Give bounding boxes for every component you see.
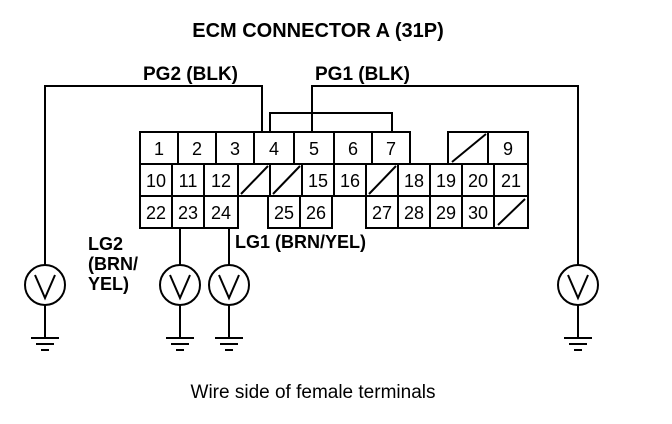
terminal-18-number: 18 [404,171,424,191]
lg2-label-line3: YEL) [88,274,129,294]
terminal-25-number: 25 [274,203,294,223]
lg2-label-line2: (BRN/ [88,254,138,274]
terminal-30 [461,195,495,229]
terminal-9 [487,131,529,165]
terminal-15-number: 15 [308,171,328,191]
terminal-16-number: 16 [340,171,360,191]
voltmeter-pg2 [24,264,66,351]
terminal-9-number: 9 [503,139,513,159]
diagram-caption: Wire side of female terminals [191,382,436,403]
voltmeter-lg2 [159,264,201,351]
terminal-16 [333,163,367,197]
voltmeter-v-icon [34,274,56,301]
voltmeter-v-icon [169,274,191,301]
terminal-26-number: 26 [306,203,326,223]
pg1-label: PG1 (BLK) [315,64,410,85]
voltmeter-lg1 [208,264,250,351]
terminal-12-number: 12 [211,171,231,191]
terminal-4-number: 4 [269,139,279,159]
pg2-wire [44,85,263,265]
connector-row-3 [139,195,529,229]
terminal-24-number: 24 [211,203,231,223]
terminal-28 [397,195,431,229]
terminal-7-number: 7 [386,139,396,159]
terminal-19-number: 19 [436,171,456,191]
terminal-8-blank-slash [451,133,487,163]
terminal-26 [299,195,333,229]
pg1-wire [311,85,579,265]
terminal-15 [301,163,335,197]
terminal-1-number: 1 [154,139,164,159]
lg1-label: LG1 (BRN/YEL) [235,232,366,252]
terminal-14-blank-slash [272,165,301,195]
terminal-13-blank-slash [240,165,269,195]
terminal-27-number: 27 [372,203,392,223]
lg2-label-line1: LG2 [88,234,123,254]
terminal-25 [267,195,301,229]
terminal-17-blank-slash [368,165,397,195]
terminal-30-number: 30 [468,203,488,223]
terminal-31-blank-slash [497,198,526,226]
diagram-title: ECM CONNECTOR A (31P) [192,20,444,42]
pg2-label: PG2 (BLK) [143,64,238,85]
terminal-20-number: 20 [468,171,488,191]
connector-row-2 [139,163,529,197]
terminal-2-number: 2 [192,139,202,159]
terminal-21-number: 21 [501,171,521,191]
terminal-23-number: 23 [178,203,198,223]
terminal-11-number: 11 [179,171,198,191]
terminal-22-number: 22 [146,203,166,223]
terminal-10-number: 10 [146,171,166,191]
voltmeter-v-icon [218,274,240,301]
connector-lock-tab [269,112,393,132]
terminal-29-number: 29 [436,203,456,223]
terminal-24 [203,195,239,229]
terminal-29 [429,195,463,229]
voltmeter-v-icon [567,274,589,301]
terminal-22 [139,195,173,229]
voltmeter-pg1 [557,264,599,351]
terminal-27 [365,195,399,229]
terminal-28-number: 28 [404,203,424,223]
terminal-numbers: 1 2 3 4 5 6 7 9 10 11 12 15 16 18 19 20 … [146,139,521,223]
terminal-19 [429,163,463,197]
terminal-11 [171,163,205,197]
terminal-6-number: 6 [348,139,358,159]
connector-row-1 [139,131,529,165]
terminal-5-number: 5 [309,139,319,159]
terminal-3-number: 3 [230,139,240,159]
